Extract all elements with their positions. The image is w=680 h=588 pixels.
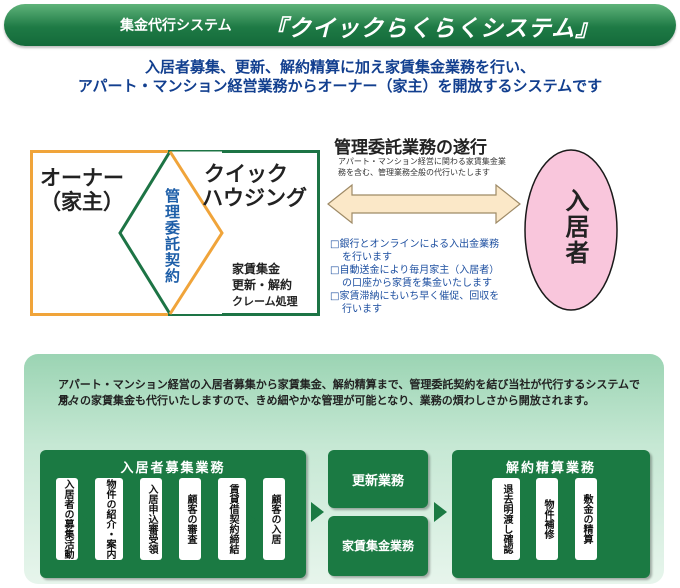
flow-arrow-icon [434,502,447,522]
quick-label-2: ハウジング [202,186,307,210]
step-arrow-icon [524,515,530,525]
service-3-line-2: 行います [342,304,382,315]
owner-label-2: （家主） [40,190,124,214]
recruit-step-2: 物件の紹介・案内 [95,478,123,560]
settlement-title: 解約精算業務 [505,461,596,476]
flow-arrow-icon [311,502,324,522]
description-line-2: 月々の家賃集金も代行いたしますので、きめ細やかな管理が可能となり、業務の煩わしさ… [58,394,595,407]
duty-claims: クレーム処理 [232,295,298,308]
lead-line-2: アパート・マンション経営業務からオーナー（家主）を開放するシステムです [77,77,603,95]
banner-title: 『クイックらくらくシステム』 [264,16,600,42]
banner-subtitle: 集金代行システム [120,18,232,34]
settlement-step-3: 敷金の精算 [575,478,597,560]
settlement-step-2: 物件補修 [536,478,558,560]
management-title: 管理委託業務の遂行 [334,138,487,158]
owner-label-1: オーナー [40,166,124,190]
recruit-step-4: 顧客の審査 [179,478,201,560]
duty-renewal: 更新・解約 [232,278,293,292]
step-arrow-icon [250,515,256,525]
step-arrow-icon [562,515,568,525]
tenant-ellipse [524,149,618,311]
description-line-1: アパート・マンション経営の入居者募集から家賃集金、解約精算まで、管理委託契約を結… [58,378,641,407]
recruit-step-1: 入居者の募集活動 [56,478,78,560]
management-note-2: 務を含む、管理業務全般の代行いたします [338,168,490,177]
lead-line-1: 入居者募集、更新、解約精算に加え家賃集金業務を行い、 [144,58,535,76]
step-arrow-icon [82,515,88,525]
service-1-line-2: を行います [342,252,392,263]
collection-box [328,516,428,576]
recruit-box [40,450,306,578]
double-arrow-icon [327,183,521,225]
recruit-title: 入居者募集業務 [120,461,226,476]
contract-hexagon [118,150,224,315]
recruit-step-5: 賃貸借契約締結 [218,478,246,560]
tenant-label: 入居者 [561,188,589,266]
step-arrow-icon [166,515,172,525]
recruit-step-6: 顧客の入居 [263,478,285,560]
step-arrow-icon [205,515,211,525]
service-3-line-1: □家賃滞納にもいち早く催促、回収を [330,291,500,302]
collection-title: 家賃集金業務 [341,539,414,553]
renewal-box [328,450,428,508]
settlement-step-1: 退去明渡し確認 [492,478,520,560]
renewal-title: 更新業務 [351,474,404,489]
header-banner [4,4,676,46]
step-arrow-icon [127,515,133,525]
contract-label: 管理委託契約 [163,188,181,284]
service-1-line-1: □銀行とオンラインによる入出金業務 [330,239,500,250]
quick-label-1: クイック [204,162,288,186]
service-2-line-2: の口座から家賃を集金いたします [342,278,492,289]
service-2-line-1: □自動送金により毎月家主（入居者） [330,265,500,276]
duty-rent: 家賃集金 [232,262,281,276]
management-note-1: アパート・マンション経営に関わる家賃集金業 [338,157,506,166]
recruit-step-3: 入居申込審受領 [140,478,162,560]
